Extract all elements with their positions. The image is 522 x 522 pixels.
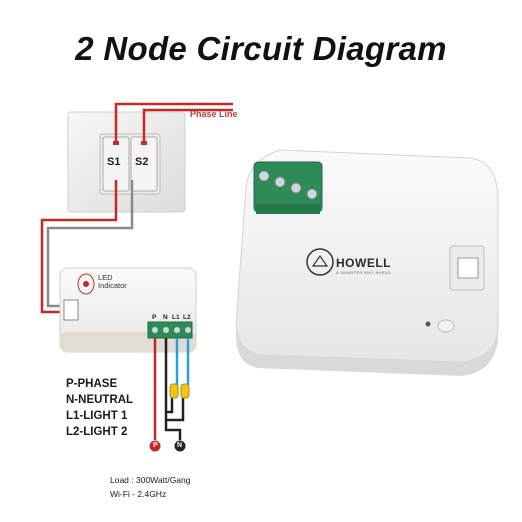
- led-indicator-label: LED Indicator: [98, 273, 127, 290]
- switch-output-wires: [40, 180, 134, 314]
- terminal-label-p: P: [152, 314, 157, 321]
- small-module: [59, 267, 197, 353]
- spec-load: Load : 300Watt/Gang: [110, 475, 191, 485]
- legend-item: L1-LIGHT 1: [66, 410, 128, 422]
- brand-name: HOWELL: [336, 256, 391, 270]
- terminal-wires: [153, 338, 190, 440]
- legend-item: N-NEUTRAL: [66, 394, 134, 406]
- terminal-label-l2: L2: [183, 314, 191, 321]
- light-connectors: [169, 383, 190, 399]
- wire-end-label-p: P: [153, 442, 158, 449]
- wire-end-markers: [149, 440, 186, 452]
- spec-wifi: Wi-Fi - 2.4GHz: [110, 489, 167, 499]
- terminal-label-n: N: [163, 314, 168, 321]
- wire-legend: P-PHASE N-NEUTRAL L1-LIGHT 1 L2-LIGHT 2: [66, 376, 133, 440]
- howell-module: [235, 149, 499, 376]
- legend-item: L2-LIGHT 2: [66, 426, 128, 438]
- switch-label-s2: S2: [135, 156, 149, 168]
- specs: Load : 300Watt/Gang Wi-Fi - 2.4GHz: [110, 473, 191, 501]
- switch-label-s1: S1: [107, 156, 121, 168]
- wire-end-label-n: N: [177, 442, 183, 449]
- legend-item: P-PHASE: [66, 378, 118, 390]
- phase-line-label: Phase Line: [190, 109, 238, 119]
- phase-line-wire: [114, 102, 233, 141]
- terminal-label-l1: L1: [172, 314, 180, 321]
- led-indicator-icon: [425, 321, 431, 327]
- brand-tagline: A SMARTER WAY AHEAD: [336, 270, 392, 275]
- howell-logo-icon: [306, 248, 334, 276]
- page-title: 2 Node Circuit Diagram: [75, 30, 447, 67]
- wall-switch-plate: [67, 111, 186, 213]
